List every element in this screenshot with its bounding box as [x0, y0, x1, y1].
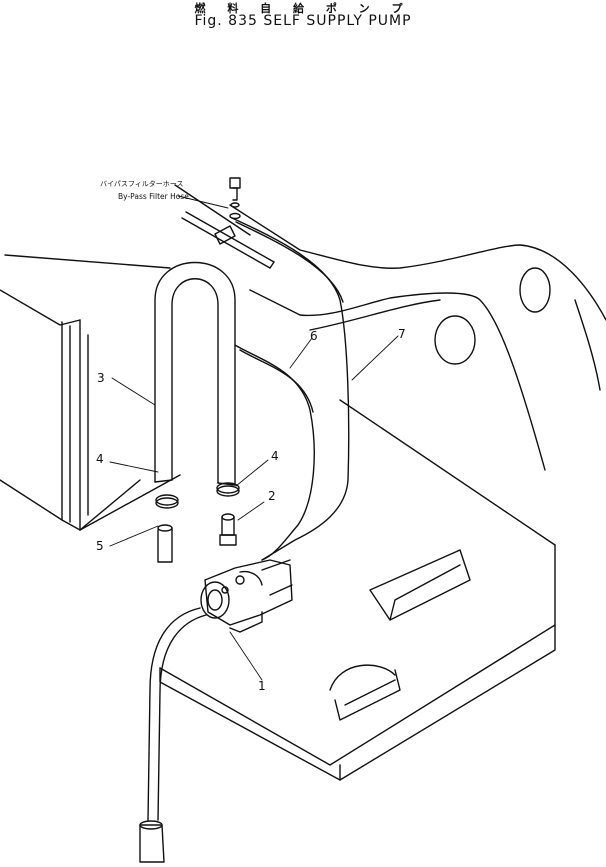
boom-frame [174, 184, 606, 471]
part-7-hose [231, 217, 350, 561]
callout-2: 2 [268, 489, 276, 503]
machine-body-panel [0, 254, 181, 531]
leader-lines [109, 195, 399, 681]
bypass-hose-label-en: By-Pass Filter Hose [118, 192, 189, 201]
callout-4-right: 4 [271, 449, 279, 463]
callout-1: 1 [258, 679, 266, 693]
callout-6: 6 [310, 329, 318, 343]
figure-title: Fig. 835 SELF SUPPLY PUMP [194, 13, 412, 29]
suction-hose [147, 607, 207, 821]
callout-3: 3 [97, 371, 105, 385]
part-4-hose-clamp-right [216, 482, 240, 497]
bypass-hose-label-jp: バイパスフィルターホース [100, 179, 183, 188]
part-2-fitting [219, 513, 237, 546]
part-3-u-hose [154, 261, 236, 486]
part-1-pump [200, 559, 293, 633]
top-bolt [229, 177, 241, 220]
title-japanese: 燃 料 自 給 ポ ン プ [194, 2, 412, 15]
bypass-filter-hose-part [181, 211, 275, 269]
callout-7: 7 [398, 327, 406, 341]
strainer [139, 820, 165, 863]
part-6-wire [234, 344, 315, 561]
fuel-tank [159, 399, 556, 781]
part-5-short-hose [157, 524, 173, 563]
callout-5: 5 [96, 539, 104, 553]
callout-4-left: 4 [96, 452, 104, 466]
part-4-hose-clamp-left [155, 494, 179, 509]
